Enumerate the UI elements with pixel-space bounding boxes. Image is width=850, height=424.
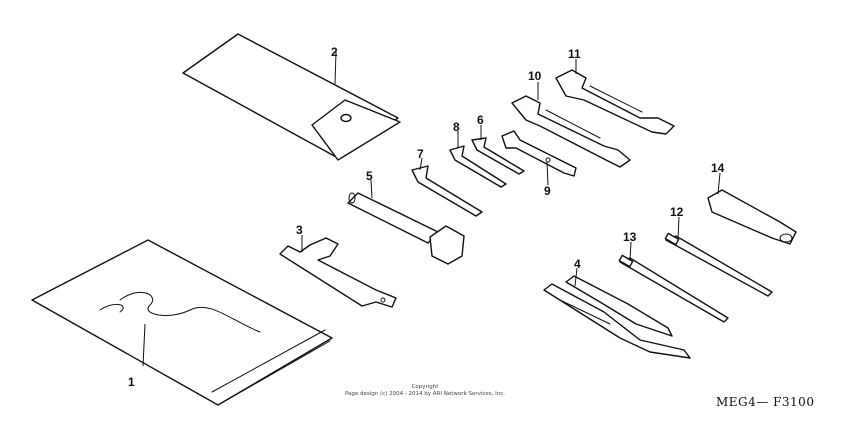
part-14-screwdriver-handle[interactable] (707, 189, 797, 245)
part-7-hex-key-large[interactable] (411, 165, 483, 217)
copyright-line-1: Copyright (411, 384, 439, 390)
callout-5: 5 (366, 169, 373, 183)
callout-6: 6 (477, 113, 484, 127)
part-1-owners-manual[interactable] (31, 239, 333, 406)
part-9-open-wrench-small[interactable] (501, 130, 577, 177)
callout-12: 12 (670, 205, 684, 219)
part-11-open-wrench-large[interactable] (555, 69, 675, 135)
callout-8: 8 (453, 120, 460, 134)
callout-3: 3 (296, 223, 303, 237)
figure-code: MEG4— F3100 (716, 395, 815, 409)
part-4-pliers[interactable] (543, 275, 691, 359)
copyright-line-2: Page design (c) 2004 - 2014 by ARI Netwo… (344, 391, 506, 397)
part-13-screwdriver-blade[interactable] (618, 254, 729, 323)
part-8-hex-key-medium[interactable] (449, 145, 507, 188)
callout-1: 1 (128, 375, 135, 389)
callout-11: 11 (568, 47, 581, 61)
callout-13: 13 (623, 230, 637, 244)
part-12-screwdriver-blade[interactable] (664, 232, 773, 297)
part-5-box-wrench[interactable] (347, 192, 465, 265)
callout-7: 7 (417, 147, 424, 161)
callout-14: 14 (711, 161, 725, 175)
callout-labels: 1 2 3 4 5 6 7 8 9 10 11 12 13 14 (128, 45, 725, 389)
part-3-pin-spanner[interactable] (279, 237, 397, 308)
callout-9: 9 (544, 184, 551, 198)
part-6-hex-key-small[interactable] (471, 137, 525, 175)
callout-2: 2 (331, 45, 338, 59)
callout-4: 4 (574, 257, 581, 271)
copyright-notice: Copyright Page design (c) 2004 - 2014 by… (300, 384, 550, 398)
callout-10: 10 (528, 69, 542, 83)
part-10-open-wrench-medium[interactable] (511, 95, 631, 168)
leader-lines (142, 51, 721, 367)
part-2-tool-bag[interactable] (182, 33, 401, 161)
